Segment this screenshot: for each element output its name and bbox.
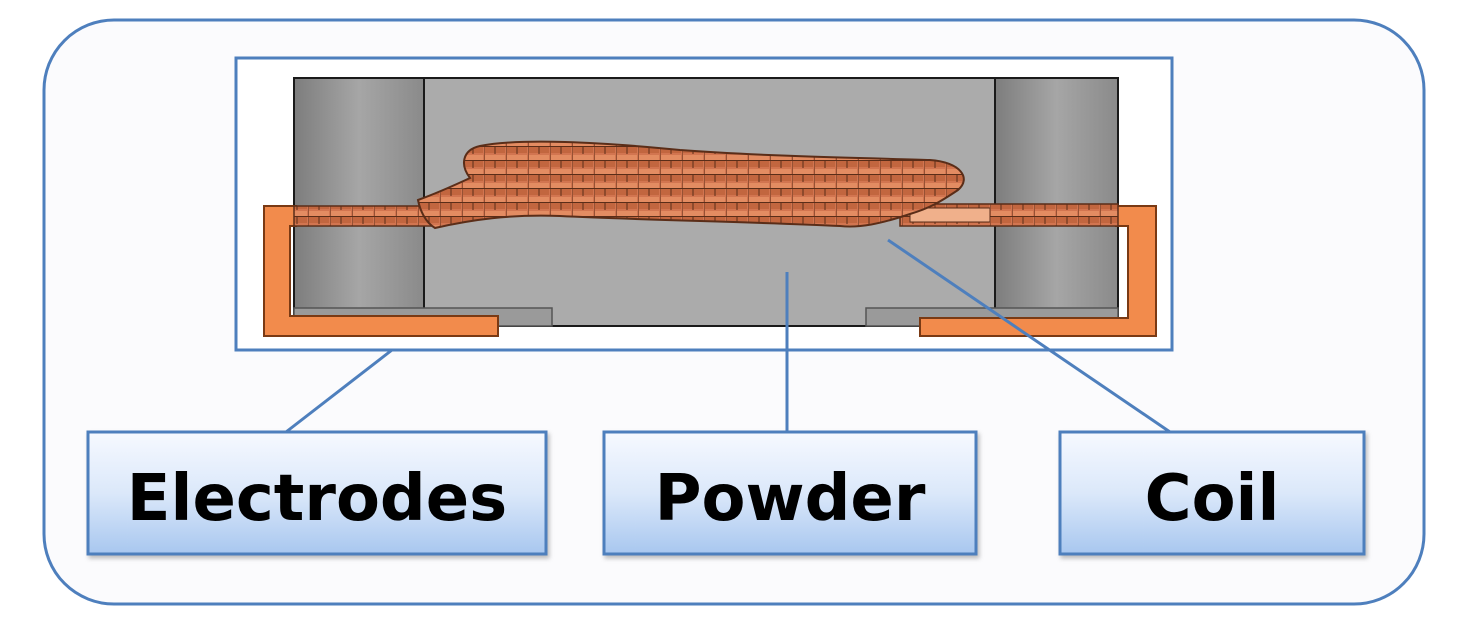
callout-line-coil: [887, 238, 1171, 434]
label-powder-text: Powder: [655, 462, 926, 536]
coil-lead-left: [293, 205, 435, 227]
right-electrode: [919, 205, 1157, 337]
right-side-region: [994, 77, 1119, 327]
label-electrodes: Electrodes: [86, 430, 548, 556]
label-electrodes-text: Electrodes: [127, 462, 507, 536]
callout-line-electrodes: [285, 348, 393, 434]
label-coil-text: Coil: [1145, 462, 1280, 536]
label-powder: Powder: [602, 430, 978, 556]
label-coil: Coil: [1058, 430, 1366, 556]
left-side-region: [293, 77, 425, 327]
inductor-cross-section: [234, 56, 1174, 352]
coil-winding: [416, 140, 965, 230]
